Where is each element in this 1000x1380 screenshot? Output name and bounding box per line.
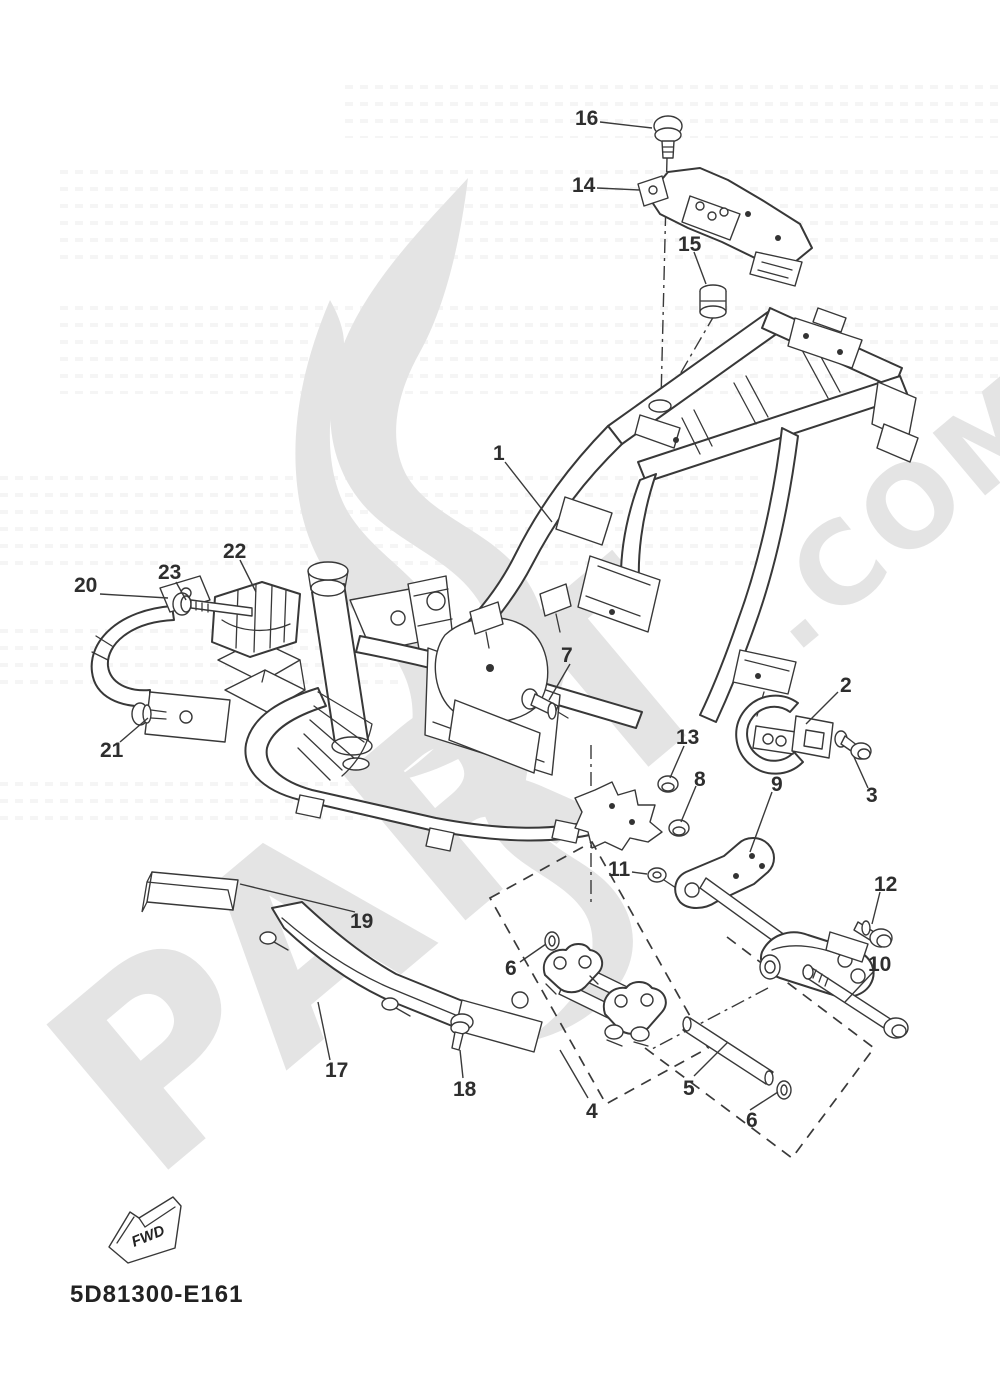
clamp-2 xyxy=(735,694,834,775)
fwd-marker: FWD xyxy=(108,1196,182,1264)
rod-5 xyxy=(682,1016,774,1086)
bolt-10 xyxy=(802,964,909,1039)
callout-7: 7 xyxy=(561,644,573,667)
frame-rear-top-tab xyxy=(812,307,847,333)
frame-top-boss xyxy=(648,399,672,413)
callout-10: 10 xyxy=(868,953,891,976)
floor-toothed-mount xyxy=(574,781,663,851)
callout-12: 12 xyxy=(874,873,897,896)
bolt-21-with-bracket xyxy=(131,691,231,743)
bolt-23 xyxy=(172,592,253,617)
frame-top-boss-tab xyxy=(634,414,681,449)
callout-23: 23 xyxy=(158,561,181,584)
bracket-14 xyxy=(637,167,813,287)
rubber-pad-19 xyxy=(141,871,239,913)
floor-flag-tab-2 xyxy=(539,583,572,617)
callout-18: 18 xyxy=(453,1078,477,1101)
callout-1: 1 xyxy=(493,442,505,465)
callout-15: 15 xyxy=(678,233,702,256)
callout-3: 3 xyxy=(866,784,878,807)
part-code: 5D81300-E161 xyxy=(70,1281,243,1308)
callout-21: 21 xyxy=(100,739,124,762)
bolt-18 xyxy=(450,1013,474,1051)
callout-13: 13 xyxy=(676,726,699,749)
leader-lines xyxy=(99,121,881,1111)
rear-engine-arm xyxy=(759,931,875,998)
frame-rear-top-bracket xyxy=(787,317,863,369)
nut-13 xyxy=(657,775,679,793)
callout-11: 11 xyxy=(608,858,631,881)
damper-15 xyxy=(699,284,727,319)
callout-5: 5 xyxy=(683,1077,695,1100)
cushion-bracket-22 xyxy=(211,581,301,658)
callout-9: 9 xyxy=(771,773,783,796)
oring-6-right xyxy=(776,1080,792,1100)
callout-17: 17 xyxy=(325,1059,348,1082)
callout-20: 20 xyxy=(74,574,97,597)
dashed-box-link-group xyxy=(488,840,876,1160)
bolt-7 xyxy=(521,688,569,720)
frame-assembly xyxy=(217,307,919,852)
frame-right-downtube xyxy=(699,427,799,723)
callout-8: 8 xyxy=(694,768,706,791)
callout-6-left: 6 xyxy=(505,957,517,980)
backbone-plate-lower xyxy=(577,555,661,633)
callout-2: 2 xyxy=(840,674,852,697)
axis-dashdot-lines xyxy=(590,157,769,1051)
callout-22: 22 xyxy=(223,540,246,563)
callout-4: 4 xyxy=(586,1100,598,1123)
frame-rear-foot-plate xyxy=(876,423,919,463)
callout-14: 14 xyxy=(572,174,596,197)
callout-16: 16 xyxy=(575,107,598,130)
callout-6-right: 6 xyxy=(746,1109,758,1132)
bolt-3 xyxy=(834,730,872,760)
callout-labels: 16 14 15 1 20 23 22 21 7 2 3 13 8 9 11 1… xyxy=(74,107,897,1132)
steering-gusset-fan xyxy=(297,691,373,781)
frame-rear-rungs xyxy=(681,343,841,455)
bolt-12 xyxy=(853,920,893,948)
engine-link-assembly xyxy=(542,931,667,1047)
bolt-16 xyxy=(653,115,683,159)
nut-8 xyxy=(668,819,690,837)
backbone-plate-upper xyxy=(555,496,613,546)
floor-flag-tab-1 xyxy=(469,601,504,635)
callout-19: 19 xyxy=(350,910,373,933)
steering-head xyxy=(307,561,455,771)
